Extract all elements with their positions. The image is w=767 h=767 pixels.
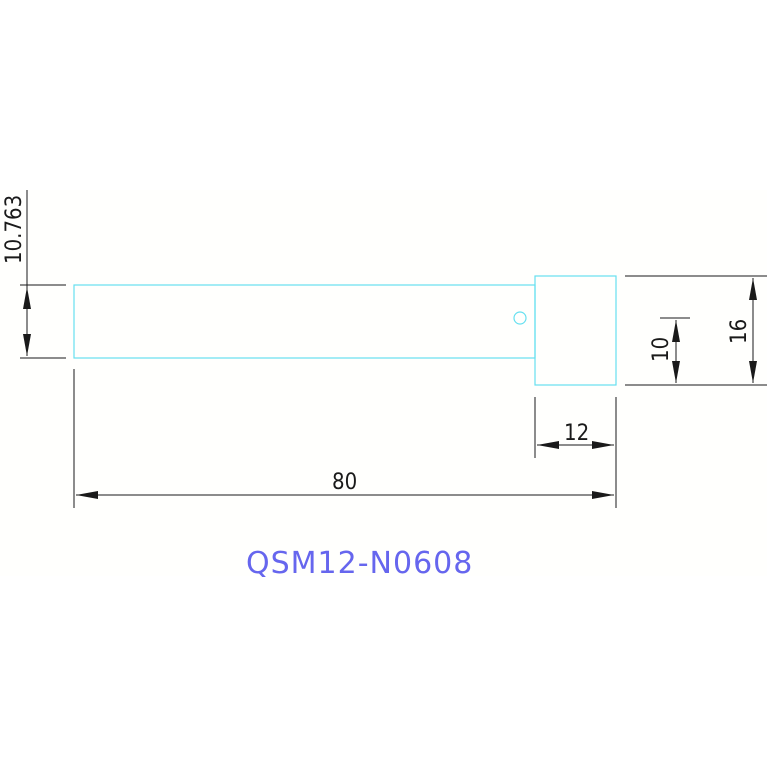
part-outline [73, 275, 617, 386]
dim-text-total: 80 [332, 470, 357, 495]
dim-text-outer: 16 [727, 319, 752, 344]
dim-text-inner: 10 [649, 337, 674, 362]
dim-text-offset: 10.763 [2, 195, 27, 264]
drawing-area [0, 190, 767, 576]
pin-hole [513, 311, 527, 325]
part-number-label: QSM12-N0608 [246, 546, 473, 581]
dim-text-head: 12 [564, 421, 589, 446]
dimension-lines [20, 190, 767, 508]
shaft-body [73, 284, 536, 359]
head-body [534, 275, 617, 386]
